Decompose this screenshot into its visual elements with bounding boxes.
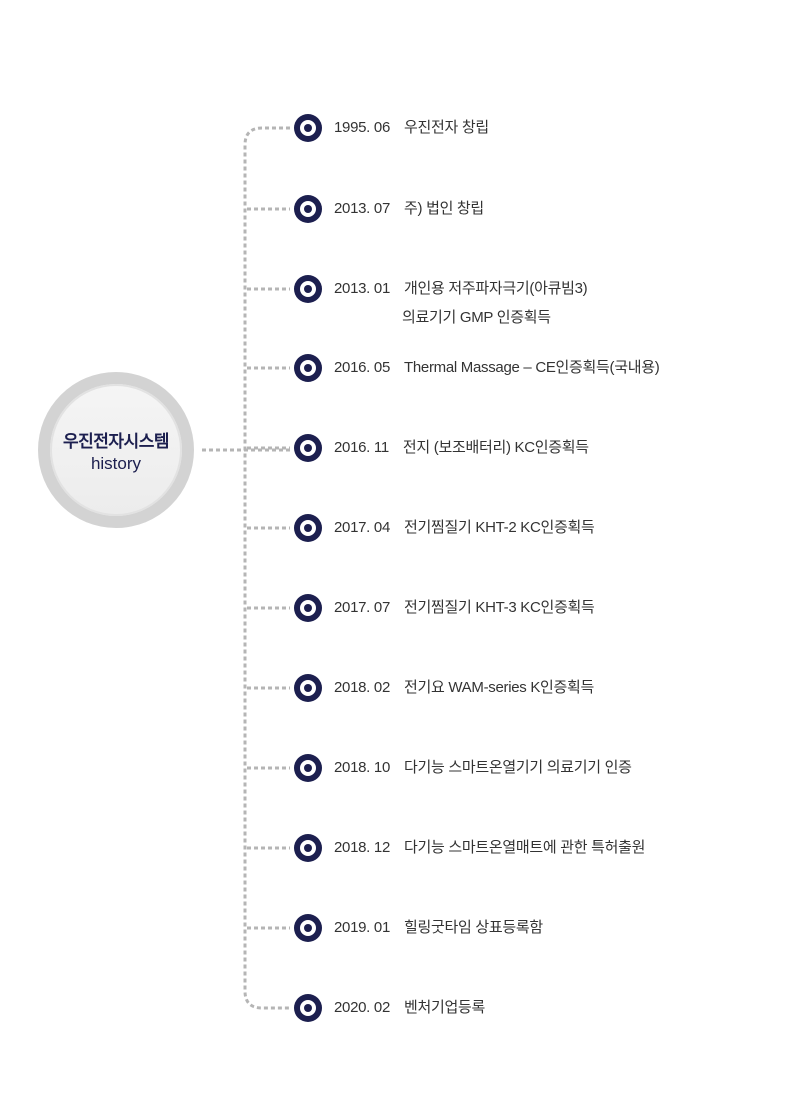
timeline-event: 2017. 04 전기찜질기 KHT-2 KC인증획득 — [334, 518, 595, 538]
event-text: 전지 (보조배터리) KC인증획득 — [402, 439, 589, 456]
event-date: 2016. 11 — [334, 439, 389, 456]
event-date: 2013. 01 — [334, 280, 390, 297]
timeline-dot-icon — [294, 275, 322, 303]
timeline-dot-icon — [294, 514, 322, 542]
timeline-dot-icon — [294, 834, 322, 862]
timeline-dot-icon — [294, 914, 322, 942]
event-text: Thermal Massage – CE인증획득(국내용) — [404, 359, 660, 376]
event-text: 전기찜질기 KHT-3 KC인증획득 — [404, 599, 595, 616]
event-text: 전기찜질기 KHT-2 KC인증획득 — [404, 519, 595, 536]
timeline-dot-icon — [294, 114, 322, 142]
timeline-dot-icon — [294, 195, 322, 223]
timeline-event: 2017. 07 전기찜질기 KHT-3 KC인증획득 — [334, 598, 595, 618]
event-text: 벤처기업등록 — [404, 999, 486, 1016]
timeline-event: 2013. 01 개인용 저주파자극기(아큐빔3) 의료기기 GMP 인증획득 — [334, 279, 588, 328]
event-date: 2018. 10 — [334, 759, 390, 776]
timeline-event: 1995. 06 우진전자 창립 — [334, 118, 489, 138]
timeline-dot-icon — [294, 674, 322, 702]
timeline-dot-icon — [294, 354, 322, 382]
timeline-dot-icon — [294, 754, 322, 782]
event-date: 2013. 07 — [334, 200, 390, 217]
timeline-event: 2018. 02 전기요 WAM-series K인증획득 — [334, 678, 594, 698]
timeline-dot-icon — [294, 594, 322, 622]
event-text: 힐링굿타임 상표등록함 — [404, 919, 543, 936]
timeline-event: 2018. 12 다기능 스마트온열매트에 관한 특허출원 — [334, 838, 645, 858]
event-text-line2: 의료기기 GMP 인증획득 — [402, 309, 551, 326]
event-text: 우진전자 창립 — [404, 119, 489, 136]
event-text: 다기능 스마트온열기기 의료기기 인증 — [404, 759, 632, 776]
event-date: 2016. 05 — [334, 359, 390, 376]
event-date: 2019. 01 — [334, 919, 390, 936]
timeline-event: 2018. 10 다기능 스마트온열기기 의료기기 인증 — [334, 758, 632, 778]
timeline-dot-icon — [294, 994, 322, 1022]
event-date: 2017. 07 — [334, 599, 390, 616]
timeline-event: 2020. 02 벤처기업등록 — [334, 998, 485, 1018]
event-text: 개인용 저주파자극기(아큐빔3) — [404, 280, 588, 297]
event-text: 전기요 WAM-series K인증획득 — [404, 679, 595, 696]
timeline-event: 2016. 11 전지 (보조배터리) KC인증획득 — [334, 438, 589, 458]
event-date: 2017. 04 — [334, 519, 390, 536]
company-name: 우진전자시스템 — [63, 431, 169, 451]
history-label: history — [90, 453, 142, 473]
event-text: 주) 법인 창립 — [404, 200, 484, 217]
timeline-dot-icon — [294, 434, 322, 462]
timeline-event: 2016. 05 Thermal Massage – CE인증획득(국내용) — [334, 358, 660, 378]
event-date: 2018. 12 — [334, 839, 390, 856]
event-date: 1995. 06 — [334, 119, 390, 136]
timeline-event: 2013. 07 주) 법인 창립 — [334, 199, 484, 219]
event-text: 다기능 스마트온열매트에 관한 특허출원 — [404, 839, 646, 856]
event-date: 2020. 02 — [334, 999, 390, 1016]
timeline-event: 2019. 01 힐링굿타임 상표등록함 — [334, 918, 543, 938]
event-date: 2018. 02 — [334, 679, 390, 696]
history-badge: 우진전자시스템 history — [50, 384, 182, 516]
